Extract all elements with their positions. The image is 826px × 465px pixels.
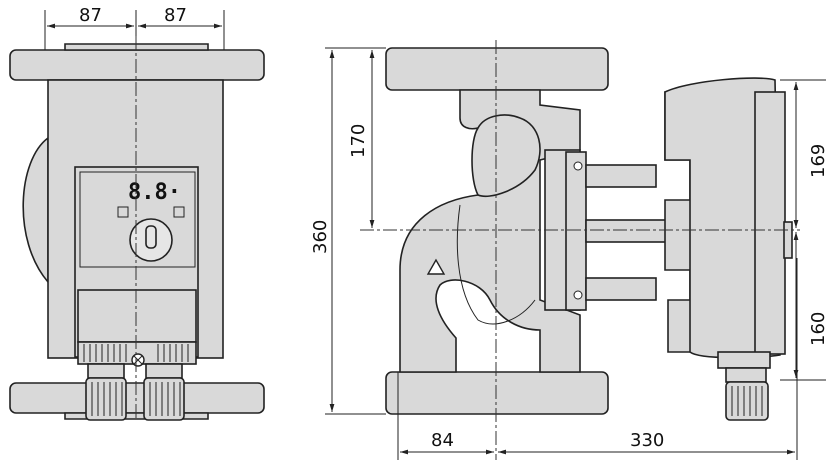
front-display-panel bbox=[79, 171, 196, 268]
front-cable-gland-left bbox=[85, 363, 127, 421]
control-knob-icon bbox=[129, 218, 173, 262]
indicator-right-icon bbox=[173, 206, 185, 218]
indicator-left-icon bbox=[117, 206, 129, 218]
front-volute-curve bbox=[22, 136, 49, 285]
side-view: 360 170 169 160 84 330 bbox=[310, 40, 826, 460]
dim-bottom-left: 84 bbox=[431, 430, 454, 451]
display-readout: 8.8· bbox=[128, 180, 181, 205]
dim-top-left: 87 bbox=[79, 5, 102, 26]
dim-top-right: 87 bbox=[164, 5, 187, 26]
side-bolt-top bbox=[585, 164, 657, 188]
side-bolt-bottom bbox=[585, 277, 657, 301]
dim-upper-height: 170 bbox=[348, 124, 369, 158]
front-top-flange bbox=[9, 49, 265, 81]
dim-motor-lower: 160 bbox=[808, 312, 826, 346]
flow-direction-icon bbox=[426, 258, 446, 275]
side-cable-gland bbox=[717, 351, 771, 421]
side-bottom-flange bbox=[385, 371, 609, 415]
dim-bottom-right: 330 bbox=[630, 430, 664, 451]
front-bottom-flange bbox=[9, 382, 265, 414]
dim-motor-upper: 169 bbox=[808, 144, 826, 178]
front-cable-gland-right bbox=[143, 363, 185, 421]
front-view: 8.8· 87 87 bbox=[9, 5, 265, 421]
dim-total-height: 360 bbox=[310, 220, 331, 254]
front-terminal-box bbox=[77, 289, 197, 343]
side-top-flange bbox=[385, 47, 609, 91]
